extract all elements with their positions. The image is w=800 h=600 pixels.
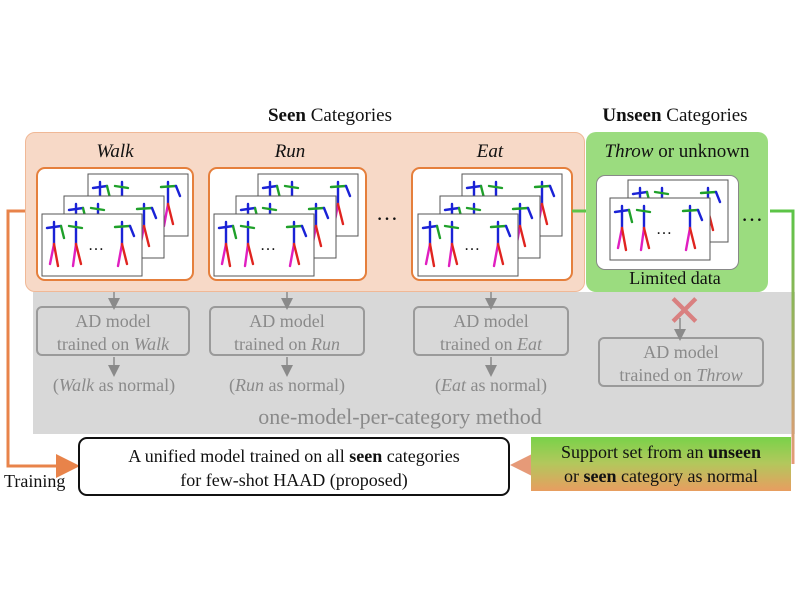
ad-model-throw-line2: trained on Throw bbox=[619, 365, 743, 385]
ad-model-throw-line1: AD model bbox=[643, 342, 719, 362]
throw-suffix: or unknown bbox=[653, 141, 750, 162]
ad-model-walk-line2: trained on Walk bbox=[56, 334, 170, 354]
unified-model-box: A unified model trained on all seen cate… bbox=[78, 437, 510, 496]
unified-line2: for few-shot HAAD (proposed) bbox=[180, 470, 408, 490]
unseen-categories-header: Unseen Categories bbox=[580, 105, 770, 127]
seen-more-ellipsis: … bbox=[376, 200, 399, 225]
ad-model-eat-line2: trained on Eat bbox=[440, 334, 542, 354]
unseen-more-ellipsis: … bbox=[741, 201, 764, 226]
unseen-to-support-line bbox=[770, 209, 795, 464]
unseen-header-bold: Unseen bbox=[602, 105, 662, 126]
run-normal-label: (Run as normal) bbox=[229, 375, 345, 395]
training-arrow bbox=[6, 209, 80, 478]
category-label-walk: Walk bbox=[96, 141, 134, 162]
limited-data-label: Limited data bbox=[629, 268, 721, 288]
ad-model-walk-line1: AD model bbox=[75, 311, 151, 331]
support-set-box: Support set from an unseen or seen categ… bbox=[531, 437, 791, 491]
seen-header-rest: Categories bbox=[305, 105, 392, 126]
category-label-run: Run bbox=[274, 141, 306, 162]
category-label-eat: Eat bbox=[476, 141, 504, 162]
ad-model-eat-line1: AD model bbox=[453, 311, 529, 331]
training-label: Training bbox=[4, 471, 66, 491]
support-line2: or seen category as normal bbox=[564, 466, 758, 486]
support-line1: Support set from an unseen bbox=[561, 442, 761, 462]
cross-icon: ✕ bbox=[666, 286, 703, 337]
ad-model-run-line1: AD model bbox=[249, 311, 325, 331]
unseen-header-rest: Categories bbox=[661, 105, 748, 126]
throw-label: Throw bbox=[604, 141, 654, 162]
eat-normal-label: (Eat as normal) bbox=[435, 375, 547, 395]
one-model-per-category-label: one-model-per-category method bbox=[258, 404, 542, 429]
walk-normal-label: (Walk as normal) bbox=[52, 375, 176, 395]
unified-line1: A unified model trained on all seen cate… bbox=[128, 446, 460, 466]
seen-categories-header: Seen Categories bbox=[230, 105, 430, 127]
ad-model-run-line2: trained on Run bbox=[234, 334, 340, 354]
category-label-throw: Throw or unknown bbox=[592, 141, 762, 163]
seen-header-bold: Seen bbox=[267, 105, 306, 126]
